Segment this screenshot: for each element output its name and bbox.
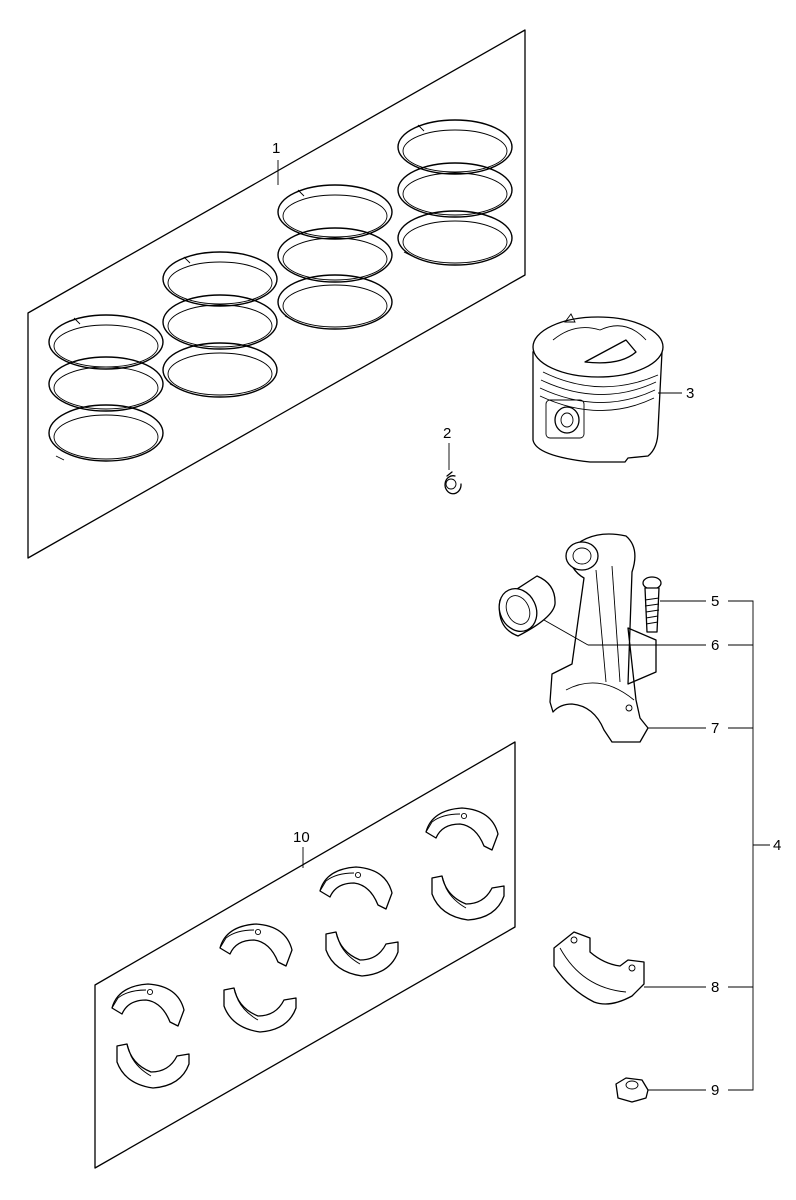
rod-cap [553, 931, 645, 1005]
bearing-shell-upper [319, 866, 393, 910]
small-end-bushing [498, 575, 556, 637]
rod-bolt [642, 576, 662, 633]
piston-ring-set: 1 [27, 29, 526, 559]
callout-10: 10 [293, 829, 310, 846]
bearing-shell-upper [111, 983, 185, 1027]
ring-stack [48, 314, 164, 462]
bearing-shell-upper [425, 807, 499, 851]
bearing-shell-lower [223, 987, 297, 1033]
callout-8: 8 [711, 979, 719, 996]
ring-stack [277, 184, 393, 330]
ring-stack [397, 119, 513, 266]
connecting-rod-assembly: 5 6 7 4 8 9 [498, 533, 781, 1103]
crank-bearing-set: 10 [94, 741, 516, 1169]
piston: 3 [532, 313, 694, 463]
ring-set-frame [27, 29, 526, 559]
piston-pin-snap-ring: 2 [443, 425, 462, 495]
callout-6: 6 [711, 637, 719, 654]
callout-5: 5 [711, 593, 719, 610]
connecting-rod [549, 533, 657, 743]
bearing-shell-upper [219, 923, 293, 967]
callout-4-bracket [728, 600, 754, 1091]
callout-6-leader-a [543, 619, 589, 646]
rod-nut [615, 1077, 649, 1103]
bearing-shell-lower [325, 931, 399, 977]
callout-4: 4 [773, 837, 781, 854]
callout-9: 9 [711, 1082, 719, 1099]
callout-2: 2 [443, 425, 451, 442]
callout-7: 7 [711, 720, 719, 737]
callout-1: 1 [272, 140, 280, 157]
callout-3: 3 [686, 385, 694, 402]
bearing-shell-lower [116, 1043, 190, 1089]
bearing-set-frame [94, 741, 516, 1169]
ring-stack [162, 251, 278, 398]
bearing-shell-lower [431, 875, 505, 921]
